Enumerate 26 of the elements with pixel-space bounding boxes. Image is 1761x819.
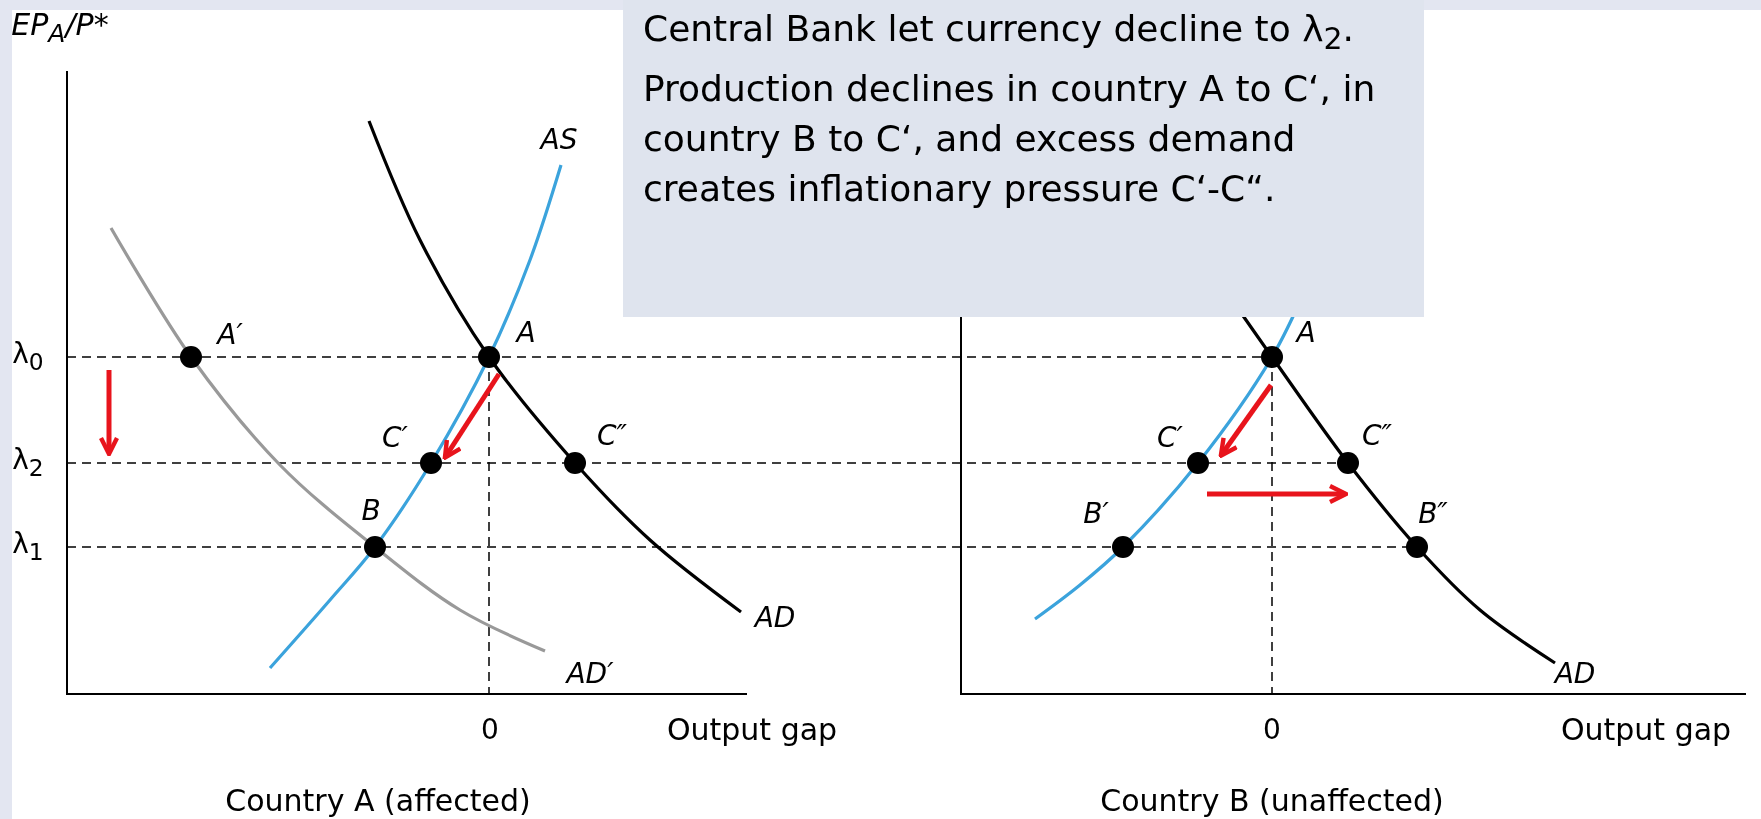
point-label: C′ [1157,424,1183,452]
point-label: B′ [1083,500,1109,528]
point-label: C″ [597,422,627,450]
curve-label: AS [540,126,578,154]
curve-label: AD′ [566,660,614,688]
point-label: A [1296,319,1316,347]
callout-box [623,0,1424,317]
tick-label: λ$_{0}$ [12,340,44,374]
chart-caption: Country A (affected) [225,786,531,816]
tick-label: λ$_{1}$ [12,530,44,564]
tick-label: λ$_{2}$ [12,446,44,480]
curve-label: AD [1554,660,1596,688]
callout-text: Central Bank let currency decline to λ$_{2}$. Production declines in country A to C‘, in country B to C‘, and excess demand creates inflationary pressure C‘-C“. [643,7,1377,212]
point-label: A [516,319,536,347]
axis-label: EP$_{A}$/P* [11,10,109,46]
chart-caption: Country B (unaffected) [1100,786,1444,816]
point-label: B″ [1418,500,1448,528]
tick-label: 0 [1263,716,1281,744]
point-label: A′ [217,321,243,349]
point-label: B [361,497,381,525]
point-label: C′ [382,424,408,452]
point-label: C″ [1362,422,1392,450]
curve-label: AD [754,604,796,632]
axis-label: Output gap [1560,715,1732,745]
axis-label: Output gap [666,715,838,745]
tick-label: 0 [481,716,499,744]
